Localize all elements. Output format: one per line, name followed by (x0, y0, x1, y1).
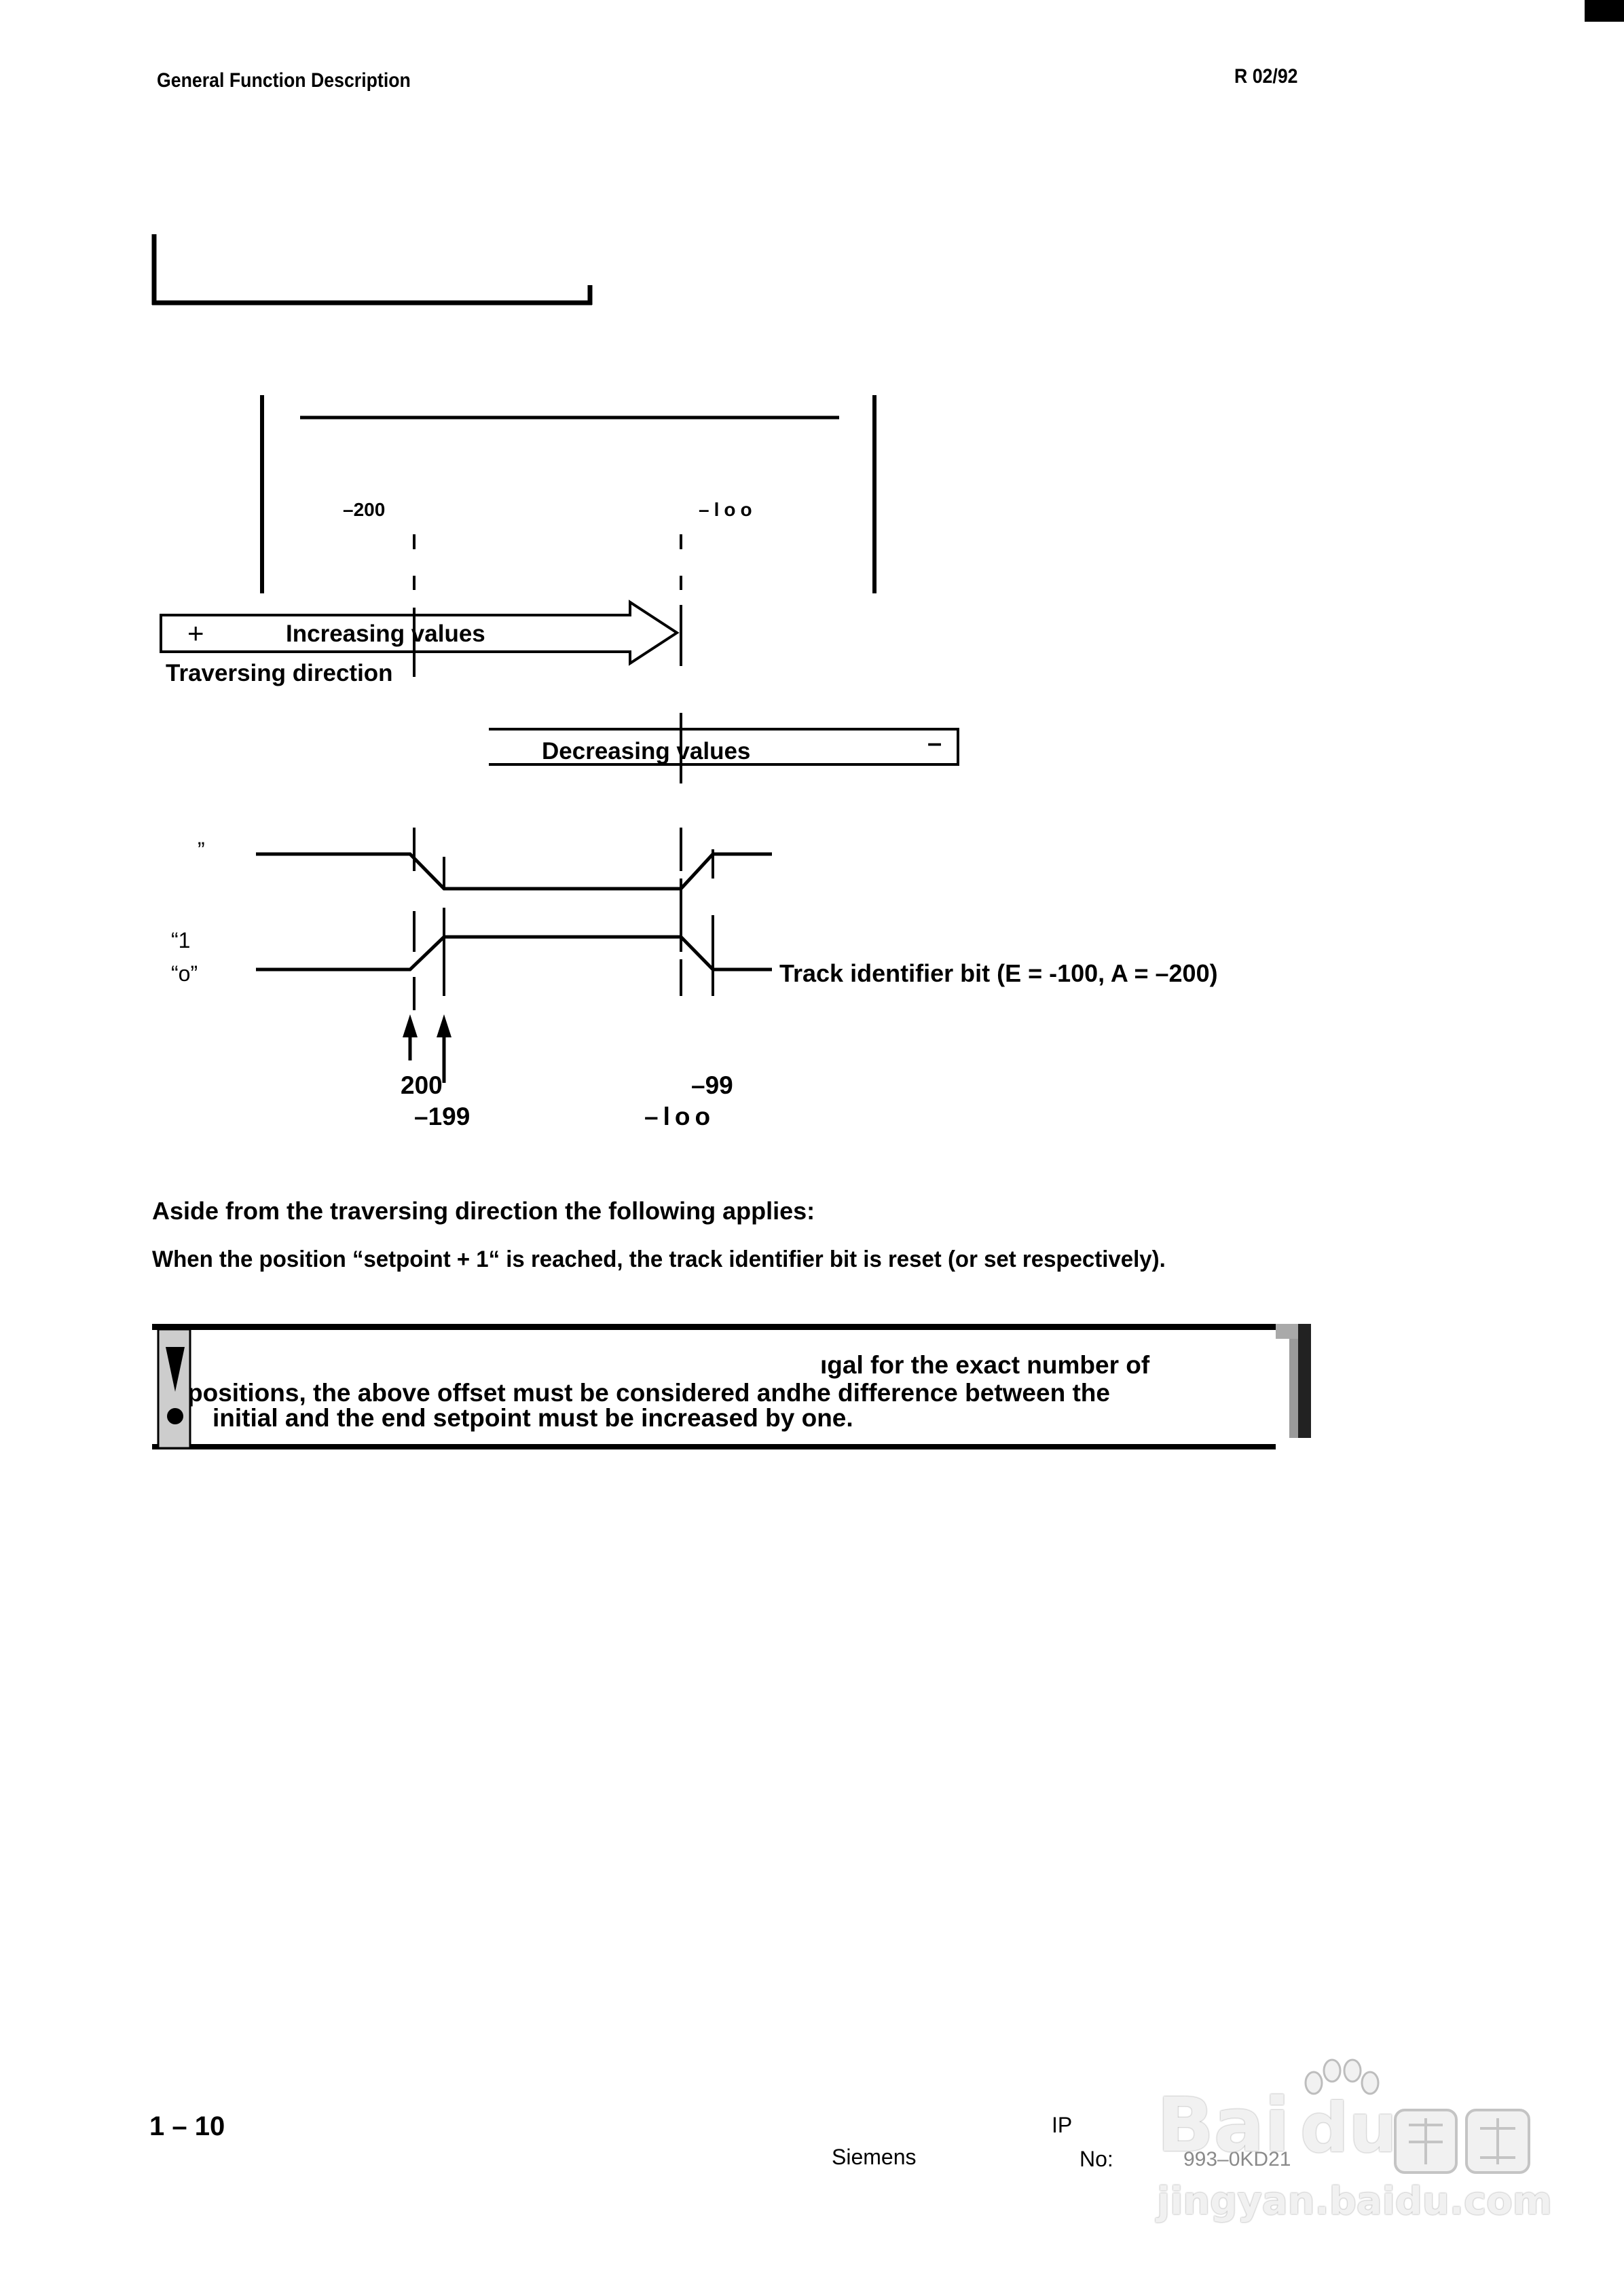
footer-order-label: No: (1079, 2147, 1113, 2171)
footer-company: Siemens (832, 2145, 917, 2169)
up-arrow-icon (403, 1014, 418, 1060)
signal-marker-lines (413, 828, 714, 1010)
footer-ip-label: IP (1052, 2113, 1073, 2137)
signal-lower-waveform (256, 935, 772, 972)
watermark-cjk-logo (1394, 2109, 1530, 2174)
signal-top-label: ” (198, 838, 205, 862)
track-identifier-label: Track identifier bit (E = -100, A = –200… (779, 959, 1218, 987)
position-marker-lines (413, 534, 682, 783)
decreasing-sign: – (927, 729, 942, 758)
watermark-url: jingyan.baidu.com (1157, 2179, 1553, 2223)
signal-low-label: “o” (171, 961, 198, 986)
decreasing-label: Decreasing values (542, 738, 751, 764)
header-title: General Function Description (157, 69, 411, 92)
marker-100: –loo (644, 1103, 716, 1130)
increasing-label: Increasing values (286, 621, 485, 647)
paw-icon (1304, 2058, 1380, 2095)
section-bracket (151, 234, 593, 306)
exclamation-icon (166, 1347, 185, 1424)
top-left-value: –200 (343, 499, 386, 520)
watermark-logo-left: Bai (1157, 2082, 1290, 2168)
marker-99: –99 (691, 1071, 733, 1099)
footer-page-number: 1 – 10 (149, 2111, 225, 2141)
top-right-value: –loo (699, 499, 757, 520)
watermark-logo-right: du (1300, 2088, 1397, 2168)
marker-200: 200 (401, 1071, 443, 1099)
header-revision: R 02/92 (1234, 65, 1298, 88)
marker-199: –199 (414, 1103, 470, 1130)
footer-order-number: 993–0KD21 (1183, 2148, 1291, 2170)
corner-mark (1585, 0, 1624, 22)
note-line-3: initial and the end setpoint must be inc… (213, 1404, 853, 1432)
up-arrow-icon (437, 1014, 451, 1083)
note-line-2: positions, the above offset must be cons… (187, 1379, 1110, 1407)
note-line-1: ıgal for the exact number of (820, 1351, 1150, 1379)
body-text: When the position “setpoint + 1“ is reac… (152, 1246, 1166, 1272)
increasing-arrow (160, 599, 680, 666)
traversing-direction-label: Traversing direction (166, 660, 393, 686)
decreasing-box (489, 728, 959, 766)
signal-upper-waveform (256, 852, 772, 891)
body-heading: Aside from the traversing direction the … (152, 1197, 815, 1225)
range-frame (260, 395, 876, 593)
signal-high-label: “1 (171, 928, 191, 953)
increasing-sign: + (187, 617, 204, 649)
